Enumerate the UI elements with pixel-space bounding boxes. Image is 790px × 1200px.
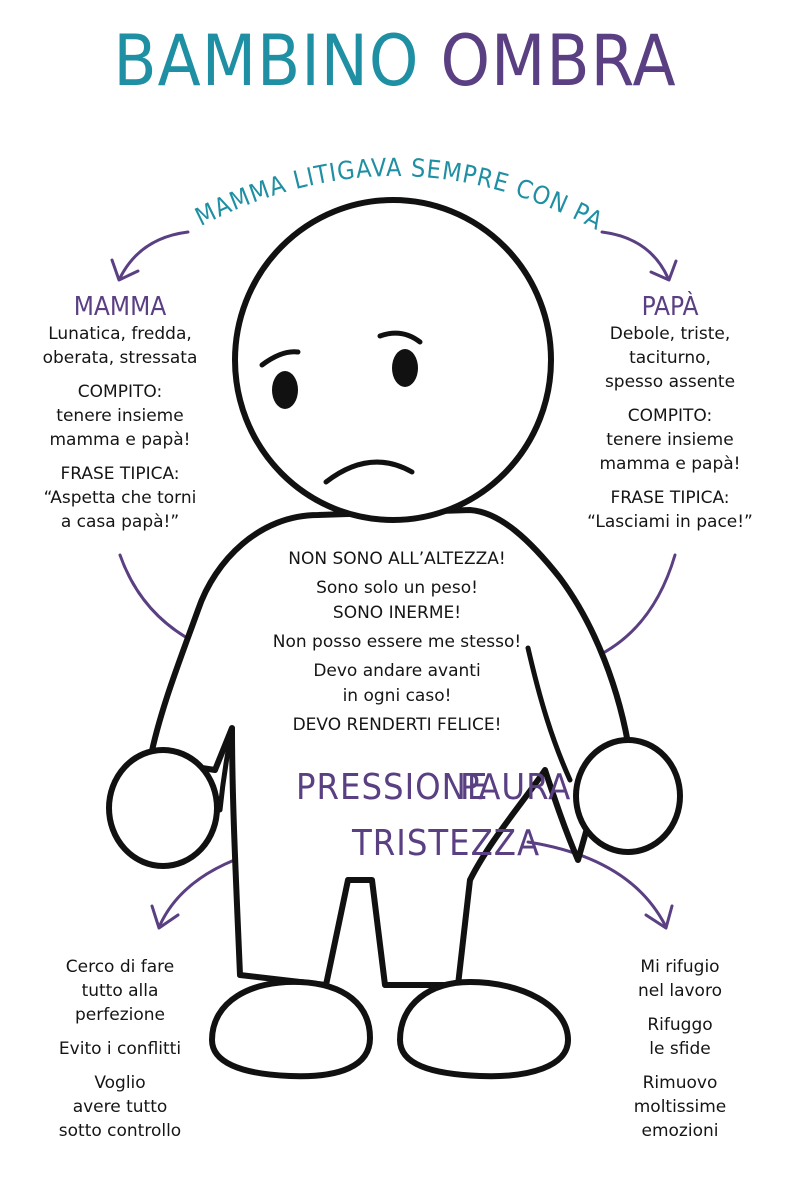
- left-outcome-line: tutto alla: [81, 981, 159, 1001]
- child-right-hand: [573, 737, 683, 855]
- papa-trait-3: spesso assente: [604, 372, 736, 392]
- page-title: BAMBINO OMBRA: [0, 26, 790, 96]
- mamma-heading: MAMMA: [73, 292, 167, 322]
- left-eyebrow: [259, 349, 301, 368]
- sad-mouth: [323, 459, 415, 485]
- left-outcomes: Cerco di fare tutto alla perfezione Evit…: [20, 955, 220, 1143]
- child-left-hand: [106, 747, 220, 869]
- right-outcome-line: le sfide: [649, 1039, 711, 1059]
- papa-task-2: mamma e papà!: [599, 454, 741, 474]
- papa-heading: PAPÀ: [641, 292, 699, 322]
- emotion-pressure: PRESSIONE: [296, 767, 489, 808]
- right-outcome-line: Mi rifugio: [640, 957, 720, 977]
- arrowhead-right-outcomes: [644, 904, 674, 930]
- arrowhead-left-outcomes: [150, 904, 180, 930]
- left-outcome-line: avere tutto: [72, 1097, 168, 1117]
- inner-voice-line: Devo andare avanti: [313, 661, 481, 681]
- right-outcome-line: Rimuovo: [642, 1073, 718, 1093]
- inner-voice-line: NON SONO ALL’ALTEZZA!: [288, 549, 506, 569]
- child-left-foot: [209, 978, 373, 1080]
- mamma-trait-2: oberata, stressata: [42, 348, 198, 368]
- child-head: [232, 197, 554, 523]
- title-word-2: OMBRA: [440, 20, 677, 102]
- mamma-phrase-label: FRASE TIPICA:: [60, 464, 180, 484]
- arrow-to-mamma: [118, 230, 190, 280]
- inner-voice-line: Non posso essere me stesso!: [272, 632, 522, 652]
- left-outcome-line: Cerco di fare: [65, 957, 175, 977]
- left-outcome-line: perfezione: [75, 1005, 165, 1025]
- mamma-phrase-1: “Aspetta che torni: [43, 488, 197, 508]
- right-outcome-line: moltissime: [633, 1097, 727, 1117]
- papa-phrase-1: “Lasciami in pace!”: [587, 512, 753, 532]
- papa-trait-2: taciturno,: [629, 348, 711, 368]
- right-eyebrow: [377, 330, 423, 345]
- papa-panel: PAPÀ Debole, triste, taciturno, spesso a…: [572, 292, 768, 534]
- mamma-trait-1: Lunatica, fredda,: [48, 324, 192, 344]
- left-eye: [272, 371, 298, 409]
- inner-voice-line: DEVO RENDERTI FELICE!: [292, 715, 502, 735]
- left-outcome-line: sotto controllo: [58, 1121, 182, 1141]
- child-body: [147, 507, 633, 988]
- papa-task-label: COMPITO:: [627, 406, 713, 426]
- arrow-to-papa: [600, 230, 670, 280]
- papa-trait-1: Debole, triste,: [609, 324, 731, 344]
- papa-task-1: tenere insieme: [606, 430, 734, 450]
- right-outcome-line: Rifuggo: [647, 1015, 713, 1035]
- mamma-panel: MAMMA Lunatica, fredda, oberata, stressa…: [20, 292, 220, 534]
- title-word-1: BAMBINO: [113, 20, 420, 102]
- emotion-sadness: TRISTEZZA: [352, 823, 541, 864]
- right-eye: [392, 349, 418, 387]
- inner-voice-line: in ogni caso!: [342, 686, 452, 706]
- inner-voice-line: Sono solo un peso!: [316, 578, 478, 598]
- child-left-arm-line: [217, 727, 235, 813]
- arrow-to-right-outcomes: [526, 840, 667, 927]
- mamma-task-2: mamma e papà!: [49, 430, 191, 450]
- right-outcome-line: emozioni: [641, 1121, 719, 1141]
- inner-voice-line: SONO INERME!: [332, 603, 462, 623]
- child-right-foot: [397, 979, 571, 1080]
- mamma-task-1: tenere insieme: [56, 406, 184, 426]
- mamma-phrase-2: a casa papà!”: [60, 512, 180, 532]
- inner-voice: NON SONO ALL’ALTEZZA! Sono solo un peso!…: [262, 547, 532, 738]
- left-outcome-line: Voglio: [94, 1073, 146, 1093]
- right-outcomes: Mi rifugio nel lavoro Rifuggo le sfide R…: [590, 955, 770, 1143]
- arrowhead-mamma: [110, 258, 140, 282]
- mamma-task-label: COMPITO:: [77, 382, 163, 402]
- right-outcome-line: nel lavoro: [638, 981, 722, 1001]
- emotion-fear: PAURA: [460, 767, 572, 808]
- child-right-arm-line: [525, 645, 573, 783]
- arrowhead-papa: [649, 259, 678, 282]
- papa-phrase-label: FRASE TIPICA:: [610, 488, 730, 508]
- left-outcome-line: Evito i conflitti: [58, 1039, 182, 1059]
